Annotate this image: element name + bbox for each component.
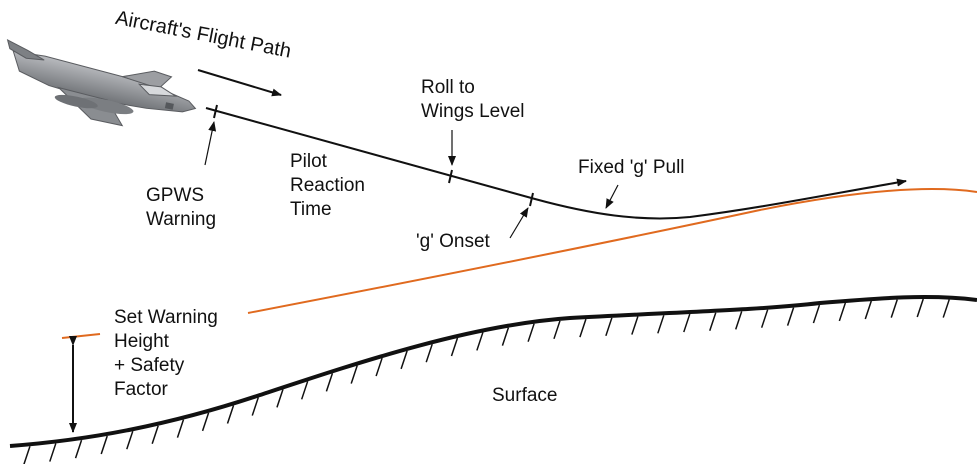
ground-hatch (226, 405, 235, 424)
ground-hatch (325, 373, 334, 392)
g-onset-pointer (509, 207, 529, 239)
ground-hatch (74, 439, 83, 459)
ground-hatch (276, 389, 284, 408)
flight-direction-arrow (197, 69, 282, 97)
gpws-tick (213, 104, 218, 119)
ground-hatch (890, 299, 898, 318)
gpws-pointer (204, 121, 217, 166)
pilot-reaction-line-3: Time (290, 199, 332, 220)
surface-ground (9, 295, 977, 465)
gpws-warning-line-2: Warning (146, 209, 217, 230)
ground-hatch (450, 337, 459, 357)
ground-hatch (579, 318, 587, 338)
ground-hatch (49, 443, 57, 462)
ground-hatch (734, 311, 743, 330)
pilot-reaction-line-1: Pilot (290, 151, 327, 172)
ground-hatch (838, 302, 847, 322)
roll-tick (448, 169, 453, 184)
ground-hatch (176, 419, 185, 438)
warning-height-line-main (247, 188, 977, 314)
fixed-g-pointer (605, 184, 619, 209)
ground-hatch (400, 350, 408, 370)
gpws-warning-line-1: GPWS (146, 185, 205, 206)
ground-hatch (709, 312, 717, 332)
surface-label: Surface (492, 385, 558, 406)
ground-hatch (631, 316, 639, 335)
aircraft-icon (6, 38, 197, 127)
ground-hatch (812, 304, 821, 324)
ground-hatch (476, 332, 484, 351)
ground-hatch (375, 357, 383, 377)
ground-hatch (760, 309, 769, 328)
ground-hatch (425, 343, 433, 363)
flight-path-line (205, 107, 907, 220)
ground-hatch (942, 299, 950, 318)
ground-hatch (300, 381, 309, 400)
g-onset-label: 'g' Onset (416, 231, 490, 252)
warning-height-line-1: Set Warning (114, 307, 218, 328)
g-onset-tick (529, 192, 534, 207)
roll-line-1: Roll to (421, 77, 475, 98)
roll-to-wings-level-label: Roll to Wings Level (421, 76, 525, 124)
ground-hatch (527, 323, 535, 342)
ground-hatch (553, 320, 561, 340)
pilot-reaction-line-2: Reaction (290, 175, 365, 196)
pilot-reaction-label: Pilot Reaction Time (290, 150, 365, 222)
set-warning-height-label: Set Warning Height + Safety Factor (114, 306, 218, 402)
ground-hatch (151, 425, 159, 444)
warning-height-line-3: + Safety (114, 355, 185, 376)
ground-hatch (786, 307, 795, 326)
warning-height-line-2: Height (114, 331, 169, 352)
gpws-warning-label: GPWS Warning (146, 184, 216, 232)
fixed-g-pull-label: Fixed 'g' Pull (578, 157, 685, 178)
ground-hatch (864, 300, 872, 320)
ground-hatch (916, 298, 924, 318)
ground-hatch (683, 313, 691, 333)
ground-hatch (126, 430, 134, 450)
ground-hatch (657, 315, 665, 334)
warning-height-line-4: Factor (114, 379, 168, 400)
ground-hatch (100, 435, 108, 455)
ground-hatch (201, 412, 210, 432)
roll-line-2: Wings Level (421, 101, 525, 122)
ground-hatch (350, 365, 358, 384)
ground-hatch (605, 317, 613, 337)
warning-height-line (61, 333, 101, 339)
ground-hatch (251, 397, 259, 416)
ground-hatch (23, 446, 31, 465)
ground-hatch (501, 327, 510, 346)
